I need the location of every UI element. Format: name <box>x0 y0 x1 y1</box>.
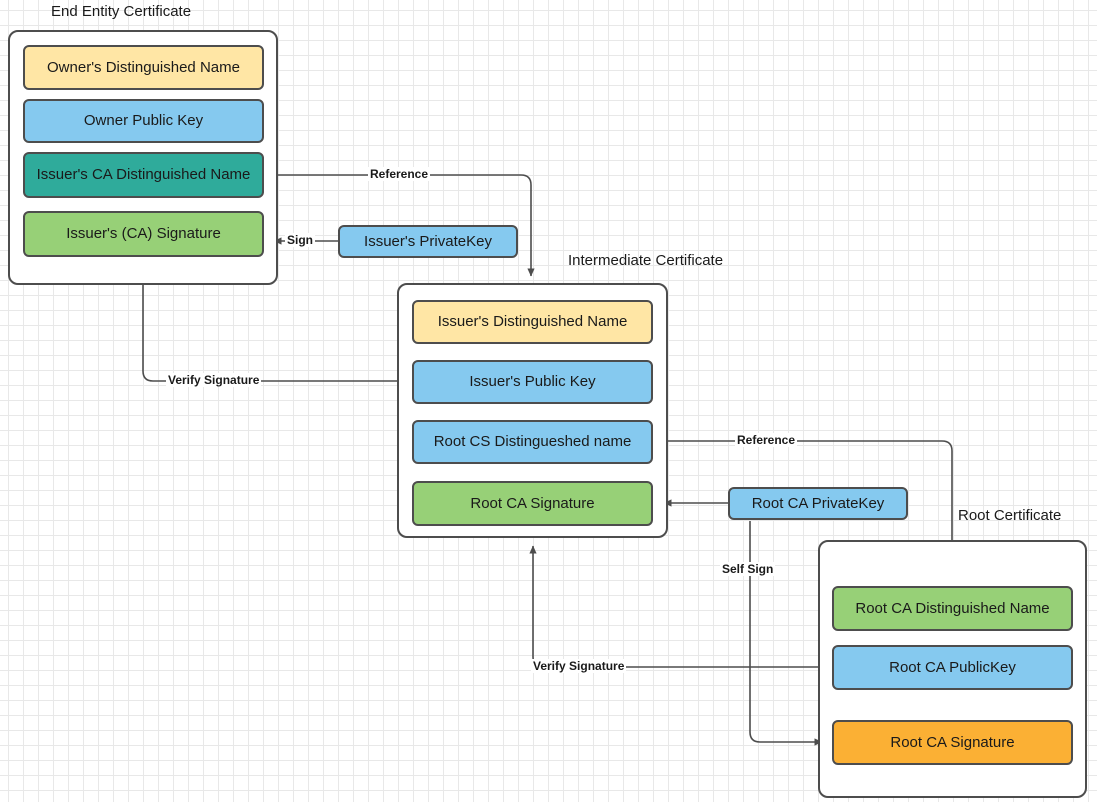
edge-verify-signature-1 <box>139 265 412 382</box>
key-root-ca-private-key[interactable]: Root CA PrivateKey <box>728 487 908 520</box>
field-root-ca-distinguished-name[interactable]: Root CA Distinguished Name <box>832 586 1073 631</box>
edge-self-sign <box>749 521 823 746</box>
caption-end-entity-certificate: End Entity Certificate <box>51 3 192 20</box>
edge-label-verify-signature-1: Verify Signature <box>166 373 262 387</box>
field-issuers-public-key[interactable]: Issuer's Public Key <box>412 360 653 404</box>
field-root-ca-signature-intermediate[interactable]: Root CA Signature <box>412 481 653 526</box>
key-issuer-private-key[interactable]: Issuer's PrivateKey <box>338 225 518 258</box>
field-owner-distinguished-name[interactable]: Owner's Distinguished Name <box>23 45 264 90</box>
field-issuer-ca-signature[interactable]: Issuer's (CA) Signature <box>23 211 264 257</box>
caption-intermediate-certificate: Intermediate Certificate <box>568 252 724 269</box>
edge-reference-2 <box>653 440 956 581</box>
edge-label-reference-2: Reference <box>735 433 798 447</box>
edge-label-verify-signature-2: Verify Signature <box>531 659 627 673</box>
edge-reference-1 <box>264 174 535 277</box>
edge-verify-signature-2 <box>529 545 832 668</box>
field-issuer-ca-distinguished-name[interactable]: Issuer's CA Distinguished Name <box>23 152 264 198</box>
caption-root-certificate: Root Certificate <box>958 507 1062 524</box>
field-root-ca-publickey[interactable]: Root CA PublicKey <box>832 645 1073 690</box>
field-root-ca-signature-root[interactable]: Root CA Signature <box>832 720 1073 765</box>
field-root-cs-distingueshed-name[interactable]: Root CS Distingueshed name <box>412 420 653 464</box>
edge-label-sign-1: Sign <box>285 233 315 247</box>
field-issuers-distinguished-name[interactable]: Issuer's Distinguished Name <box>412 300 653 344</box>
field-owner-public-key[interactable]: Owner Public Key <box>23 99 264 143</box>
edge-label-self-sign: Self Sign <box>720 562 776 576</box>
edge-label-reference-1: Reference <box>368 167 431 181</box>
